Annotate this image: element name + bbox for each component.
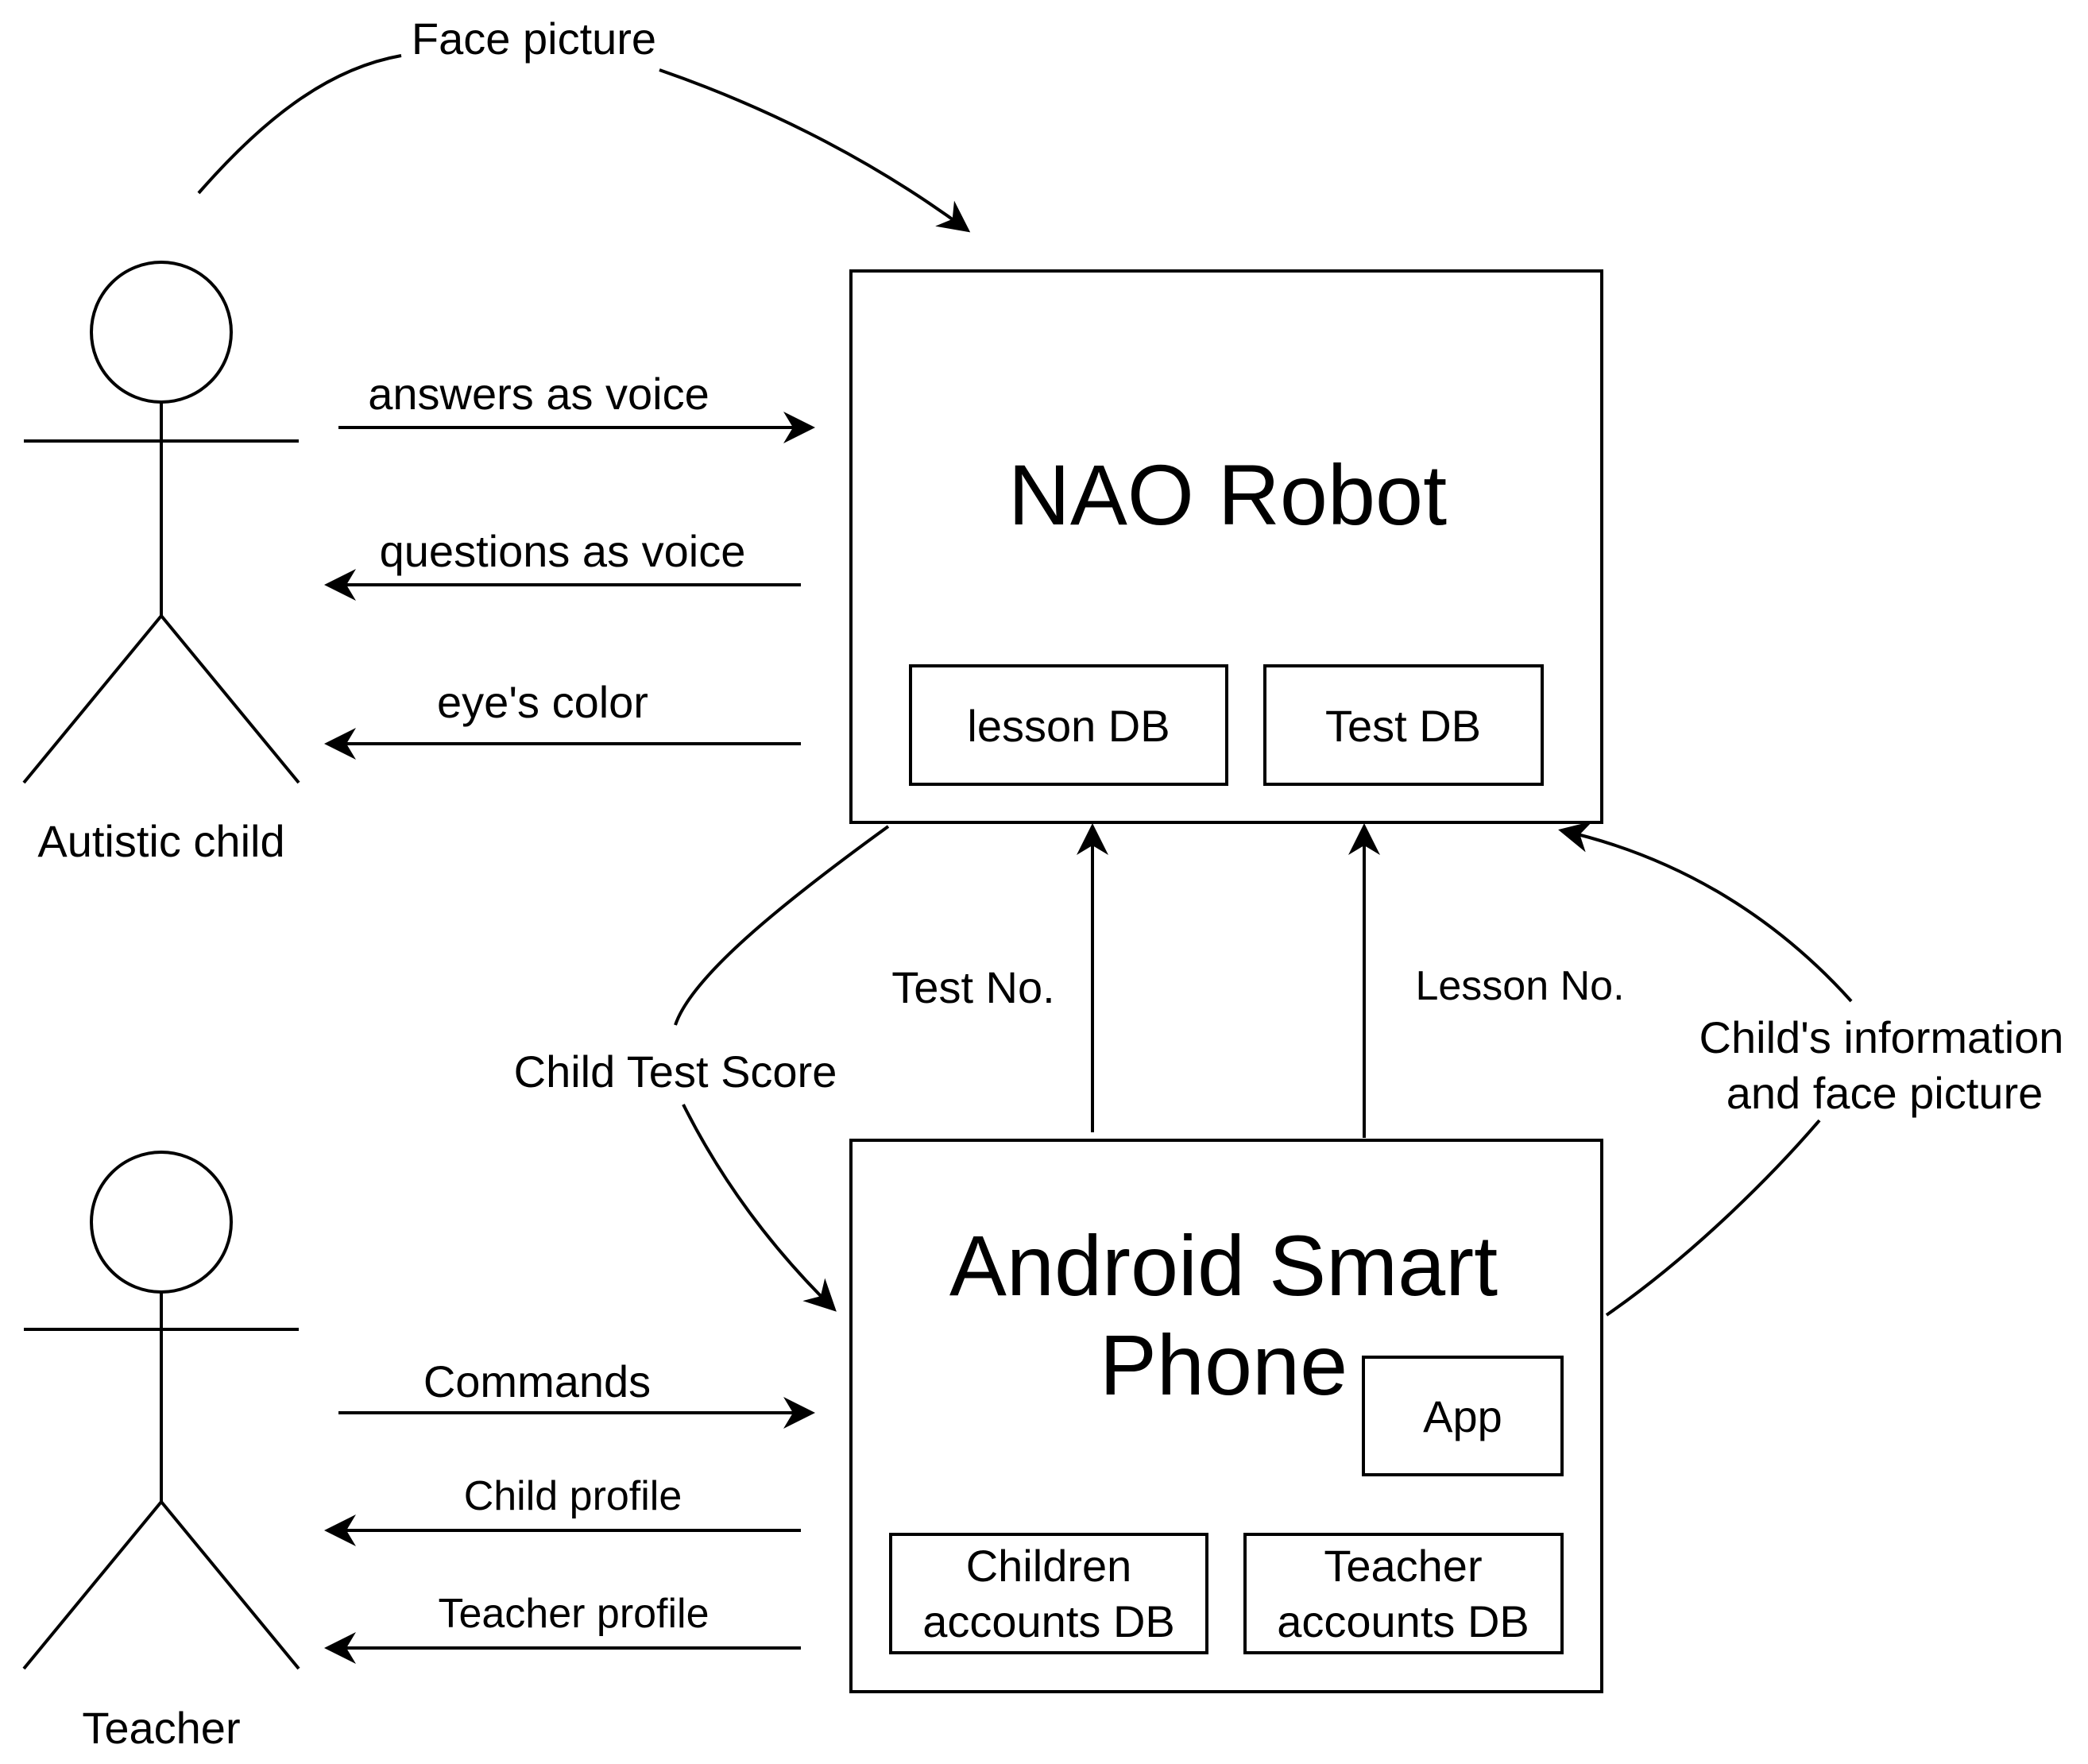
test-db-box: [1263, 664, 1544, 786]
flow-lesson-no-label: Lesson No.: [1415, 963, 1624, 1009]
actor-head: [90, 1151, 233, 1294]
flow-child-profile-label: Child profile: [464, 1473, 682, 1519]
flow-eye-color-label: eye's color: [437, 677, 648, 727]
flow-eye-color: eye's color: [324, 677, 801, 760]
flow-child-info-label-line2: and face picture: [1726, 1068, 2043, 1118]
app-box: [1362, 1356, 1564, 1476]
actor-label-teacher: Teacher: [82, 1703, 240, 1753]
flow-face-picture-line-b: [659, 68, 971, 233]
flow-child-info-line-a: [1605, 1119, 1821, 1317]
actor-leg-right: [160, 614, 300, 784]
flow-child-profile: Child profile: [324, 1473, 801, 1546]
flow-answers-voice-label: answers as voice: [368, 369, 710, 419]
flow-child-test-score-line-b: [682, 1104, 837, 1312]
flow-answers-voice: answers as voice: [338, 369, 815, 443]
flow-commands: Commands: [338, 1356, 815, 1429]
teacher-accounts-db-box: [1243, 1533, 1564, 1654]
actor-teacher: Teacher: [22, 1151, 300, 1753]
lesson-db-box: [909, 664, 1228, 786]
children-accounts-db-label-line2: accounts DB: [922, 1596, 1175, 1646]
flow-questions-voice: questions as voice: [324, 526, 801, 601]
flow-face-picture: Face picture: [197, 14, 971, 233]
app-label: App: [1423, 1391, 1502, 1441]
flow-commands-label: Commands: [423, 1356, 651, 1406]
flow-lesson-no: Lesson No.: [1348, 823, 1625, 1138]
flow-teacher-profile-label: Teacher profile: [438, 1591, 709, 1637]
children-accounts-db-label-line1: Children: [966, 1541, 1132, 1591]
nao-robot-title: NAO Robot: [1008, 447, 1447, 543]
flow-test-no-label: Test No.: [891, 962, 1054, 1012]
android-phone-box: Android Smart Phone App Children account…: [849, 1139, 1603, 1693]
flow-questions-voice-label: questions as voice: [380, 526, 746, 576]
actor-autistic-child: Autistic child: [22, 261, 300, 866]
flow-child-info-label-line1: Child's information: [1699, 1012, 2064, 1062]
flow-face-picture-line-a: [197, 54, 402, 195]
android-phone-title-line1: Android Smart: [949, 1217, 1498, 1313]
teacher-accounts-db-label-line1: Teacher: [1324, 1541, 1482, 1591]
actor-label-child: Autistic child: [37, 816, 284, 866]
flow-child-test-score: Child Test Score: [514, 825, 890, 1312]
flow-child-test-score-line-a: [674, 825, 890, 1026]
actor-head: [90, 261, 233, 404]
flow-face-picture-label: Face picture: [412, 14, 656, 64]
flow-test-no: Test No.: [891, 823, 1108, 1132]
children-accounts-db-box: [889, 1533, 1208, 1654]
nao-robot-box: NAO Robot lesson DB Test DB: [849, 269, 1603, 824]
android-phone-title-line2: Phone: [1100, 1317, 1348, 1413]
flow-child-test-score-label: Child Test Score: [514, 1046, 837, 1097]
actor-leg-right: [160, 1500, 300, 1670]
flow-child-info-line-b: [1558, 821, 1853, 1003]
lesson-db-label: lesson DB: [967, 701, 1170, 751]
teacher-accounts-db-label-line2: accounts DB: [1277, 1596, 1529, 1646]
flow-child-info: Child's information and face picture: [1558, 821, 2064, 1317]
flow-teacher-profile: Teacher profile: [324, 1591, 801, 1664]
actor-leg-left: [22, 614, 163, 784]
actor-leg-left: [22, 1500, 163, 1670]
test-db-label: Test DB: [1325, 701, 1481, 751]
